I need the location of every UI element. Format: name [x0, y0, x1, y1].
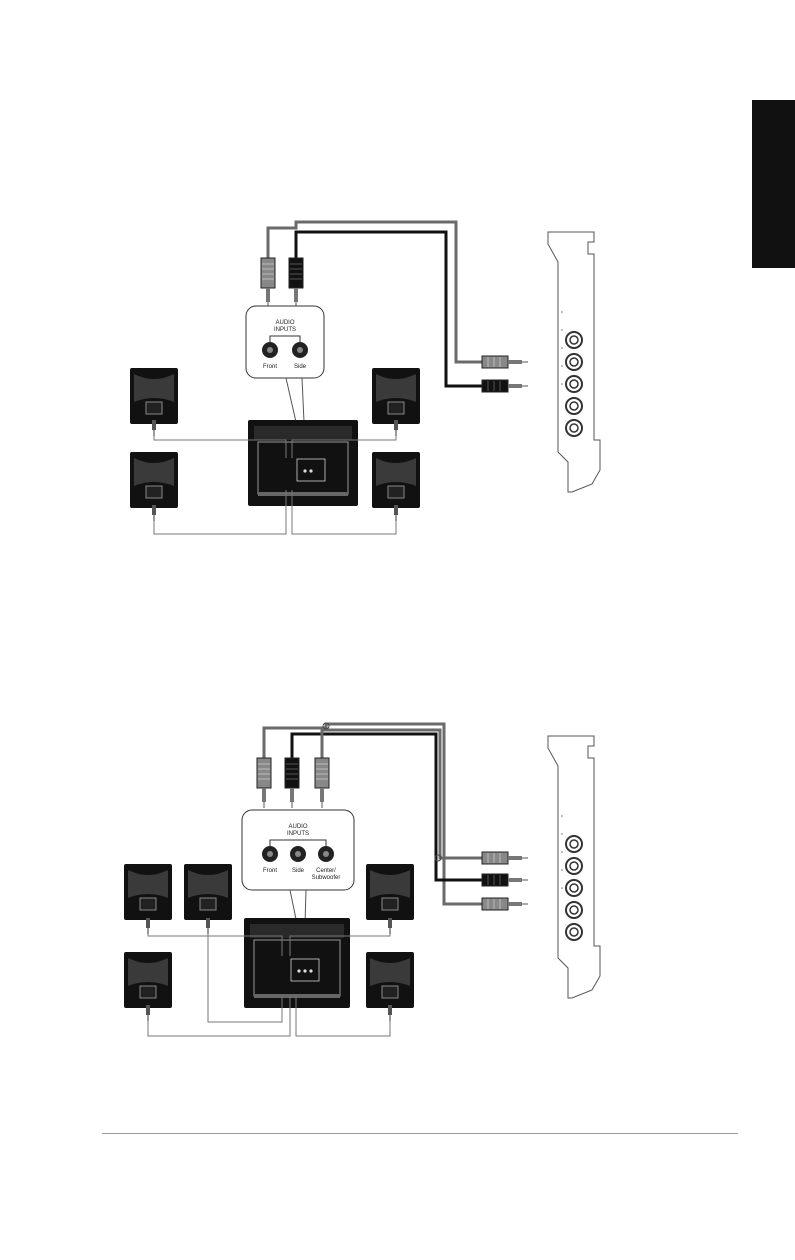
- card-jack: [566, 420, 582, 436]
- mini-plug-icon: [388, 918, 392, 934]
- jack-label: Side: [292, 868, 305, 874]
- jack-label: Front: [263, 364, 277, 370]
- speaker: [372, 452, 420, 508]
- mini-plug-icon: [146, 918, 150, 934]
- speaker: [372, 368, 420, 424]
- jack-label: Side: [294, 364, 307, 370]
- speaker: [130, 368, 178, 424]
- card-jack: [566, 836, 582, 852]
- audio-plug-icon: [315, 758, 329, 808]
- card-jack: [566, 332, 582, 348]
- card-jack: [566, 376, 582, 392]
- speaker: [130, 452, 178, 508]
- audio-plug-icon: [261, 258, 275, 308]
- jack-label: Front: [263, 868, 277, 874]
- card-jack: [566, 398, 582, 414]
- mini-plug-icon: [394, 505, 398, 521]
- audio-plug-icon: [482, 852, 528, 864]
- mini-plug-icon: [152, 420, 156, 436]
- speaker: [124, 952, 172, 1008]
- speaker: [124, 864, 172, 920]
- subwoofer: [244, 918, 350, 1008]
- audio-plug-icon: [482, 874, 528, 886]
- mini-plug-icon: [152, 505, 156, 521]
- audio-plug-icon: [482, 898, 528, 910]
- speaker: [366, 952, 414, 1008]
- card-jack: [566, 858, 582, 874]
- footer-divider: [102, 1133, 738, 1134]
- audio-plug-icon: [289, 258, 303, 308]
- mini-plug-icon: [206, 918, 210, 934]
- sound-card-bracket: [548, 232, 600, 492]
- audio-plug-icon: [257, 758, 271, 808]
- speaker: [366, 864, 414, 920]
- card-jack: [566, 354, 582, 370]
- audio-plug-icon: [482, 380, 528, 392]
- speaker: [184, 864, 232, 920]
- sound-card-bracket: [548, 736, 600, 998]
- mini-plug-icon: [388, 1005, 392, 1021]
- mini-plug-icon: [146, 1005, 150, 1021]
- subwoofer: [248, 420, 358, 506]
- audio-plug-icon: [482, 356, 528, 368]
- audio-plug-icon: [285, 758, 299, 808]
- card-jack: [566, 902, 582, 918]
- card-jack: [566, 924, 582, 940]
- card-jack: [566, 880, 582, 896]
- mini-plug-icon: [394, 420, 398, 436]
